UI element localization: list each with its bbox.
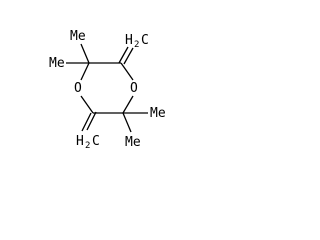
methylene-top-h: H [125, 33, 133, 48]
double-bond-bottom-b [86, 111, 97, 131]
bond-c3-o-right [120, 62, 134, 81]
oxygen-right: O [130, 81, 138, 96]
bond-o-left-c2 [80, 62, 90, 81]
methylene-top-c: C [141, 33, 149, 48]
oxygen-left: O [74, 81, 82, 96]
double-bond-bottom-a [81, 112, 92, 132]
methyl-top-left-side: Me [49, 56, 65, 71]
double-bond-top-b [123, 47, 134, 65]
methyl-bottom-right-down: Me [125, 135, 141, 150]
double-bond-top-a [118, 46, 129, 64]
methyl-top-left-up: Me [70, 29, 86, 44]
chemical-structure-diagram: H 2 C H 2 C O O Me Me Me Me [49, 29, 166, 151]
methylene-bottom-h: H [76, 134, 84, 149]
bond-o-right-c5 [122, 95, 134, 114]
methylene-bottom-subscript: 2 [85, 141, 90, 151]
methylene-bottom-c: C [92, 134, 100, 149]
methyl-bottom-right-side: Me [150, 106, 166, 121]
bond-c6-o-left [80, 95, 94, 114]
methyl-bond-top-left-up [80, 43, 90, 64]
methyl-bond-bottom-right-down [122, 112, 132, 133]
methylene-top-subscript: 2 [134, 40, 139, 50]
